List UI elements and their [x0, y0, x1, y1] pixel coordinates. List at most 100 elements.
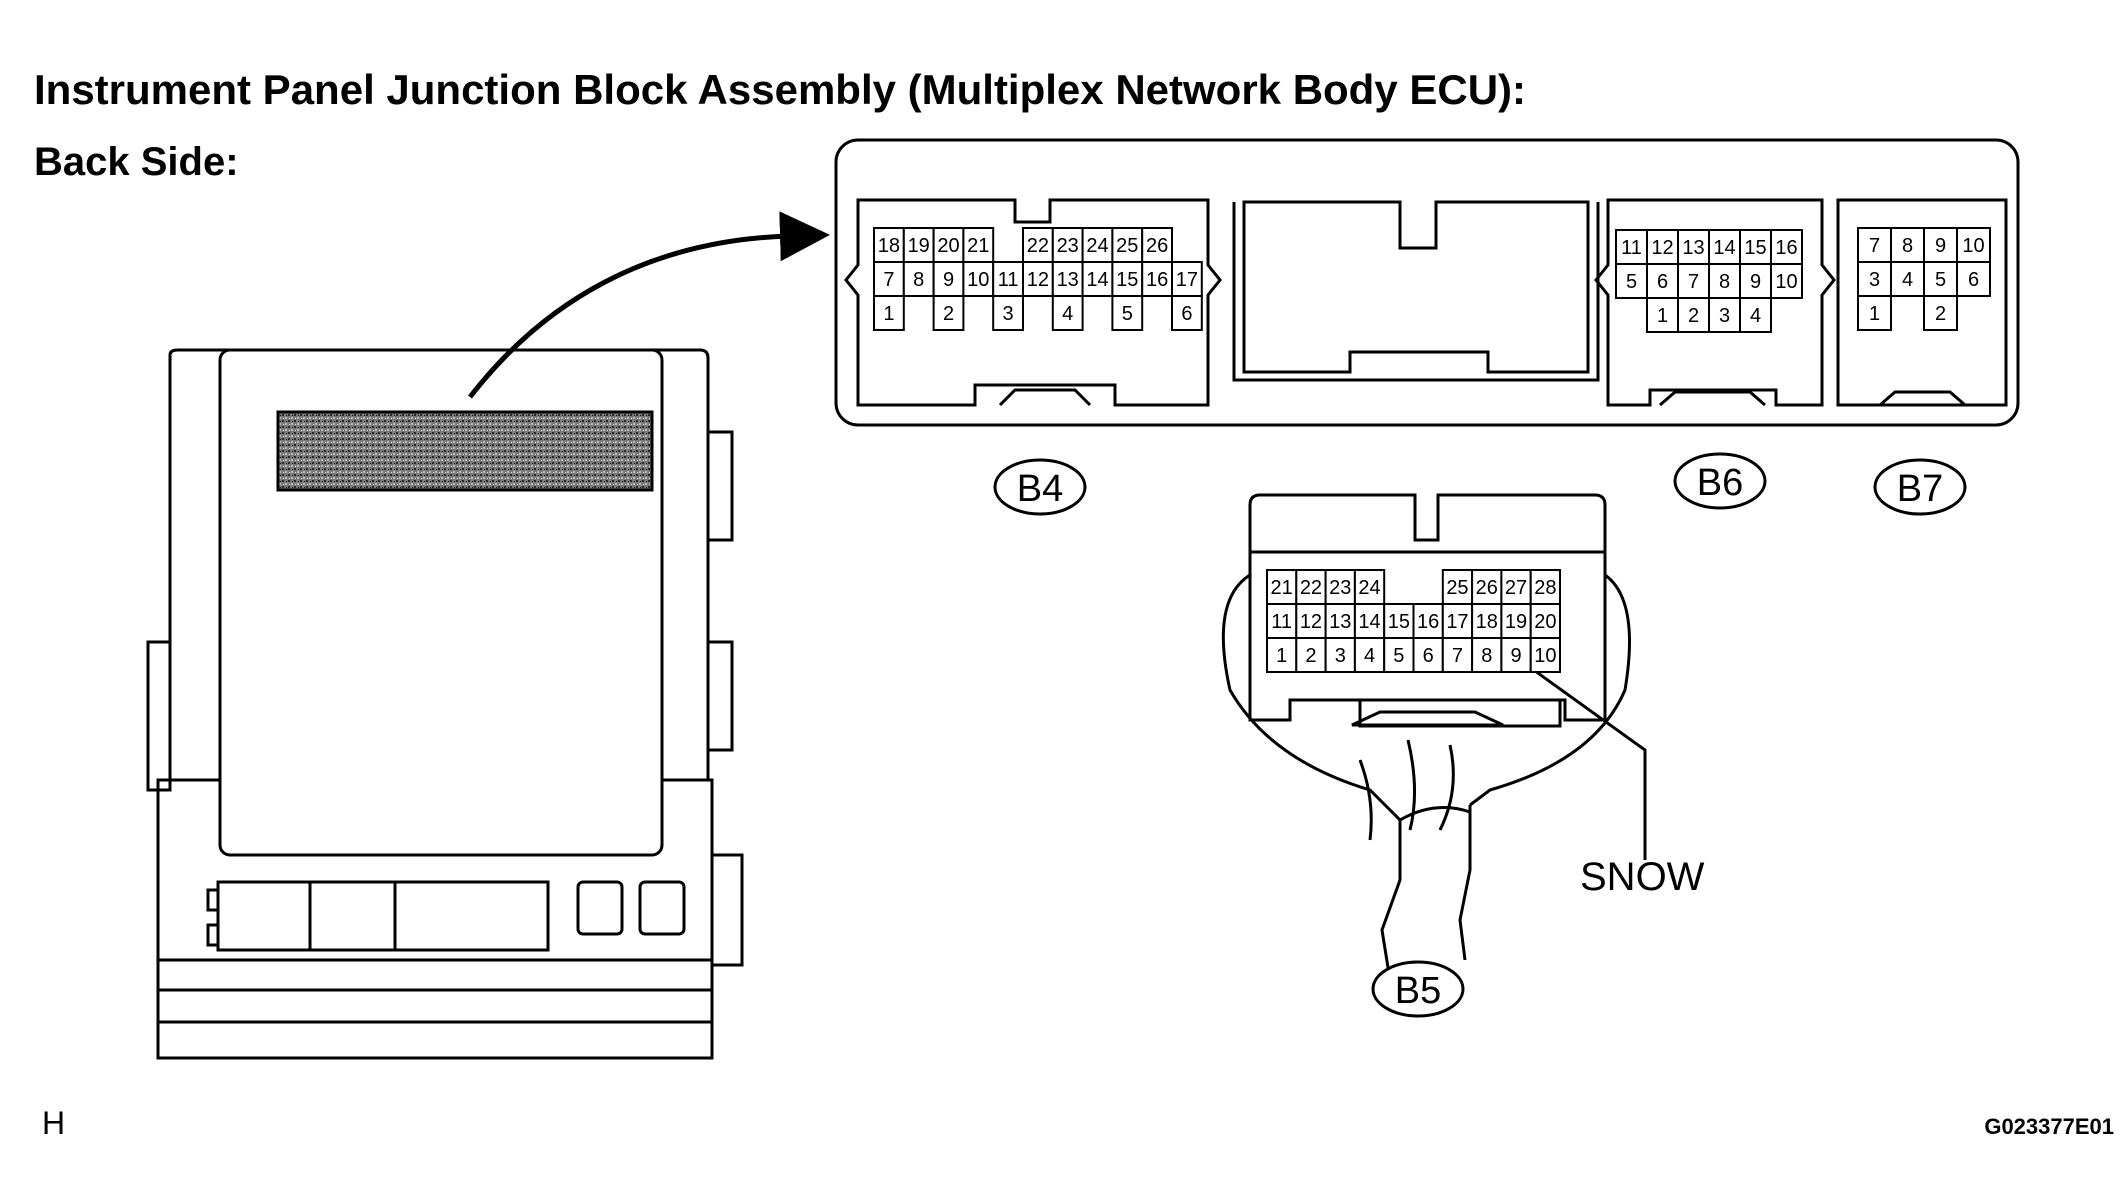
pin-number: 23	[1329, 577, 1351, 599]
pin-cell	[1022, 261, 1054, 297]
pin-cell	[1956, 227, 1991, 263]
pin-cell	[1266, 637, 1298, 673]
pin-number: 4	[1062, 303, 1073, 325]
pin-number: 1	[883, 303, 894, 325]
pin-number: 3	[1003, 303, 1014, 325]
pin-number: 22	[1300, 577, 1322, 599]
pin-number: 21	[1271, 577, 1293, 599]
pin-cell	[932, 295, 965, 331]
pin-number: 19	[1505, 611, 1527, 633]
pin-number: 8	[1719, 271, 1730, 293]
back-side-label: Back Side:	[34, 140, 239, 184]
pin-number: 24	[1086, 235, 1108, 257]
pin-cell	[1353, 603, 1386, 639]
pin-cell	[1708, 297, 1741, 333]
pin-cell	[1708, 229, 1741, 265]
pin-number: 10	[967, 269, 989, 291]
pin-number: 3	[1869, 269, 1880, 291]
pin-number: 11	[998, 269, 1019, 291]
pin-number: 1	[1657, 305, 1668, 327]
pin-number: 12	[1300, 611, 1322, 633]
pin-number: 9	[943, 269, 954, 291]
pin-number: 14	[1713, 237, 1735, 259]
pin-number: 6	[1181, 303, 1192, 325]
pin-number: 11	[1271, 611, 1292, 633]
pin-number: 6	[1657, 271, 1668, 293]
pin-number: 7	[883, 269, 894, 291]
pin-number: 3	[1335, 645, 1346, 667]
pin-cell	[1111, 295, 1144, 331]
pin-number: 2	[1688, 305, 1699, 327]
pin-number: 1	[1276, 645, 1287, 667]
pin-number: 10	[1775, 271, 1797, 293]
pin-number: 13	[1057, 269, 1079, 291]
pin-cell	[1412, 637, 1444, 673]
pin-number: 9	[1510, 645, 1521, 667]
pin-cell	[1051, 227, 1084, 263]
corner-letter: H	[42, 1105, 66, 1141]
pin-number: 4	[1364, 645, 1375, 667]
pin-cell	[1857, 295, 1892, 331]
pin-cell	[1646, 263, 1679, 299]
pin-number: 21	[967, 235, 989, 257]
hatched-label-area	[276, 410, 654, 492]
connector-housing-upper	[834, 138, 2020, 427]
pin-number: 25	[1446, 577, 1468, 599]
pin-cell	[1353, 569, 1386, 605]
pin-number: 15	[1744, 237, 1766, 259]
pin-number: 2	[1305, 645, 1316, 667]
pin-number: 5	[1626, 271, 1637, 293]
label-b6: B6	[1673, 452, 1767, 510]
pin-number: 15	[1116, 269, 1138, 291]
svg-text:B5: B5	[1395, 970, 1441, 1012]
pin-cell	[1051, 295, 1084, 331]
pin-number: 5	[1122, 303, 1133, 325]
pin-cell	[1324, 603, 1356, 639]
pin-number: 14	[1358, 611, 1380, 633]
pin-number: 5	[1393, 645, 1404, 667]
pin-cell	[1171, 295, 1203, 331]
pin-number: 9	[1750, 271, 1761, 293]
svg-text:B7: B7	[1897, 468, 1943, 510]
pin-number: 10	[1534, 645, 1556, 667]
pin-cell	[1529, 603, 1561, 639]
pin-number: 12	[1027, 269, 1049, 291]
pin-number: 27	[1505, 577, 1527, 599]
pin-number: 16	[1417, 611, 1439, 633]
ecu-body	[146, 348, 744, 1060]
pin-number: 1	[1869, 303, 1880, 325]
pin-number: 18	[1476, 611, 1498, 633]
pin-cell	[1646, 297, 1679, 333]
pin-number: 8	[913, 269, 924, 291]
pin-number: 20	[937, 235, 959, 257]
label-snow: SNOW	[1580, 855, 1705, 899]
pin-number: 5	[1935, 269, 1946, 291]
pin-cell	[1441, 603, 1474, 639]
pin-number: 7	[1688, 271, 1699, 293]
pin-number: 6	[1423, 645, 1434, 667]
pin-number: 26	[1476, 577, 1498, 599]
pin-number: 18	[878, 235, 900, 257]
pin-number: 17	[1176, 269, 1198, 291]
pin-number: 26	[1146, 235, 1168, 257]
pin-cell	[1923, 227, 1958, 263]
pin-cell	[1441, 637, 1474, 673]
pin-number: 13	[1329, 611, 1351, 633]
pin-cell	[962, 227, 995, 263]
pin-number: 3	[1719, 305, 1730, 327]
pin-number: 22	[1027, 235, 1049, 257]
pin-cell	[1500, 603, 1532, 639]
pin-number: 9	[1935, 235, 1946, 257]
pin-cell	[1529, 637, 1561, 673]
label-b4: B4	[993, 458, 1087, 516]
pin-number: 16	[1146, 269, 1168, 291]
page-title: Instrument Panel Junction Block Assembly…	[34, 66, 1527, 113]
pin-number: 16	[1775, 237, 1797, 259]
pin-cell	[1141, 227, 1173, 263]
pin-cell	[1770, 263, 1803, 299]
figure-code: G023377E01	[1984, 1114, 2114, 1139]
